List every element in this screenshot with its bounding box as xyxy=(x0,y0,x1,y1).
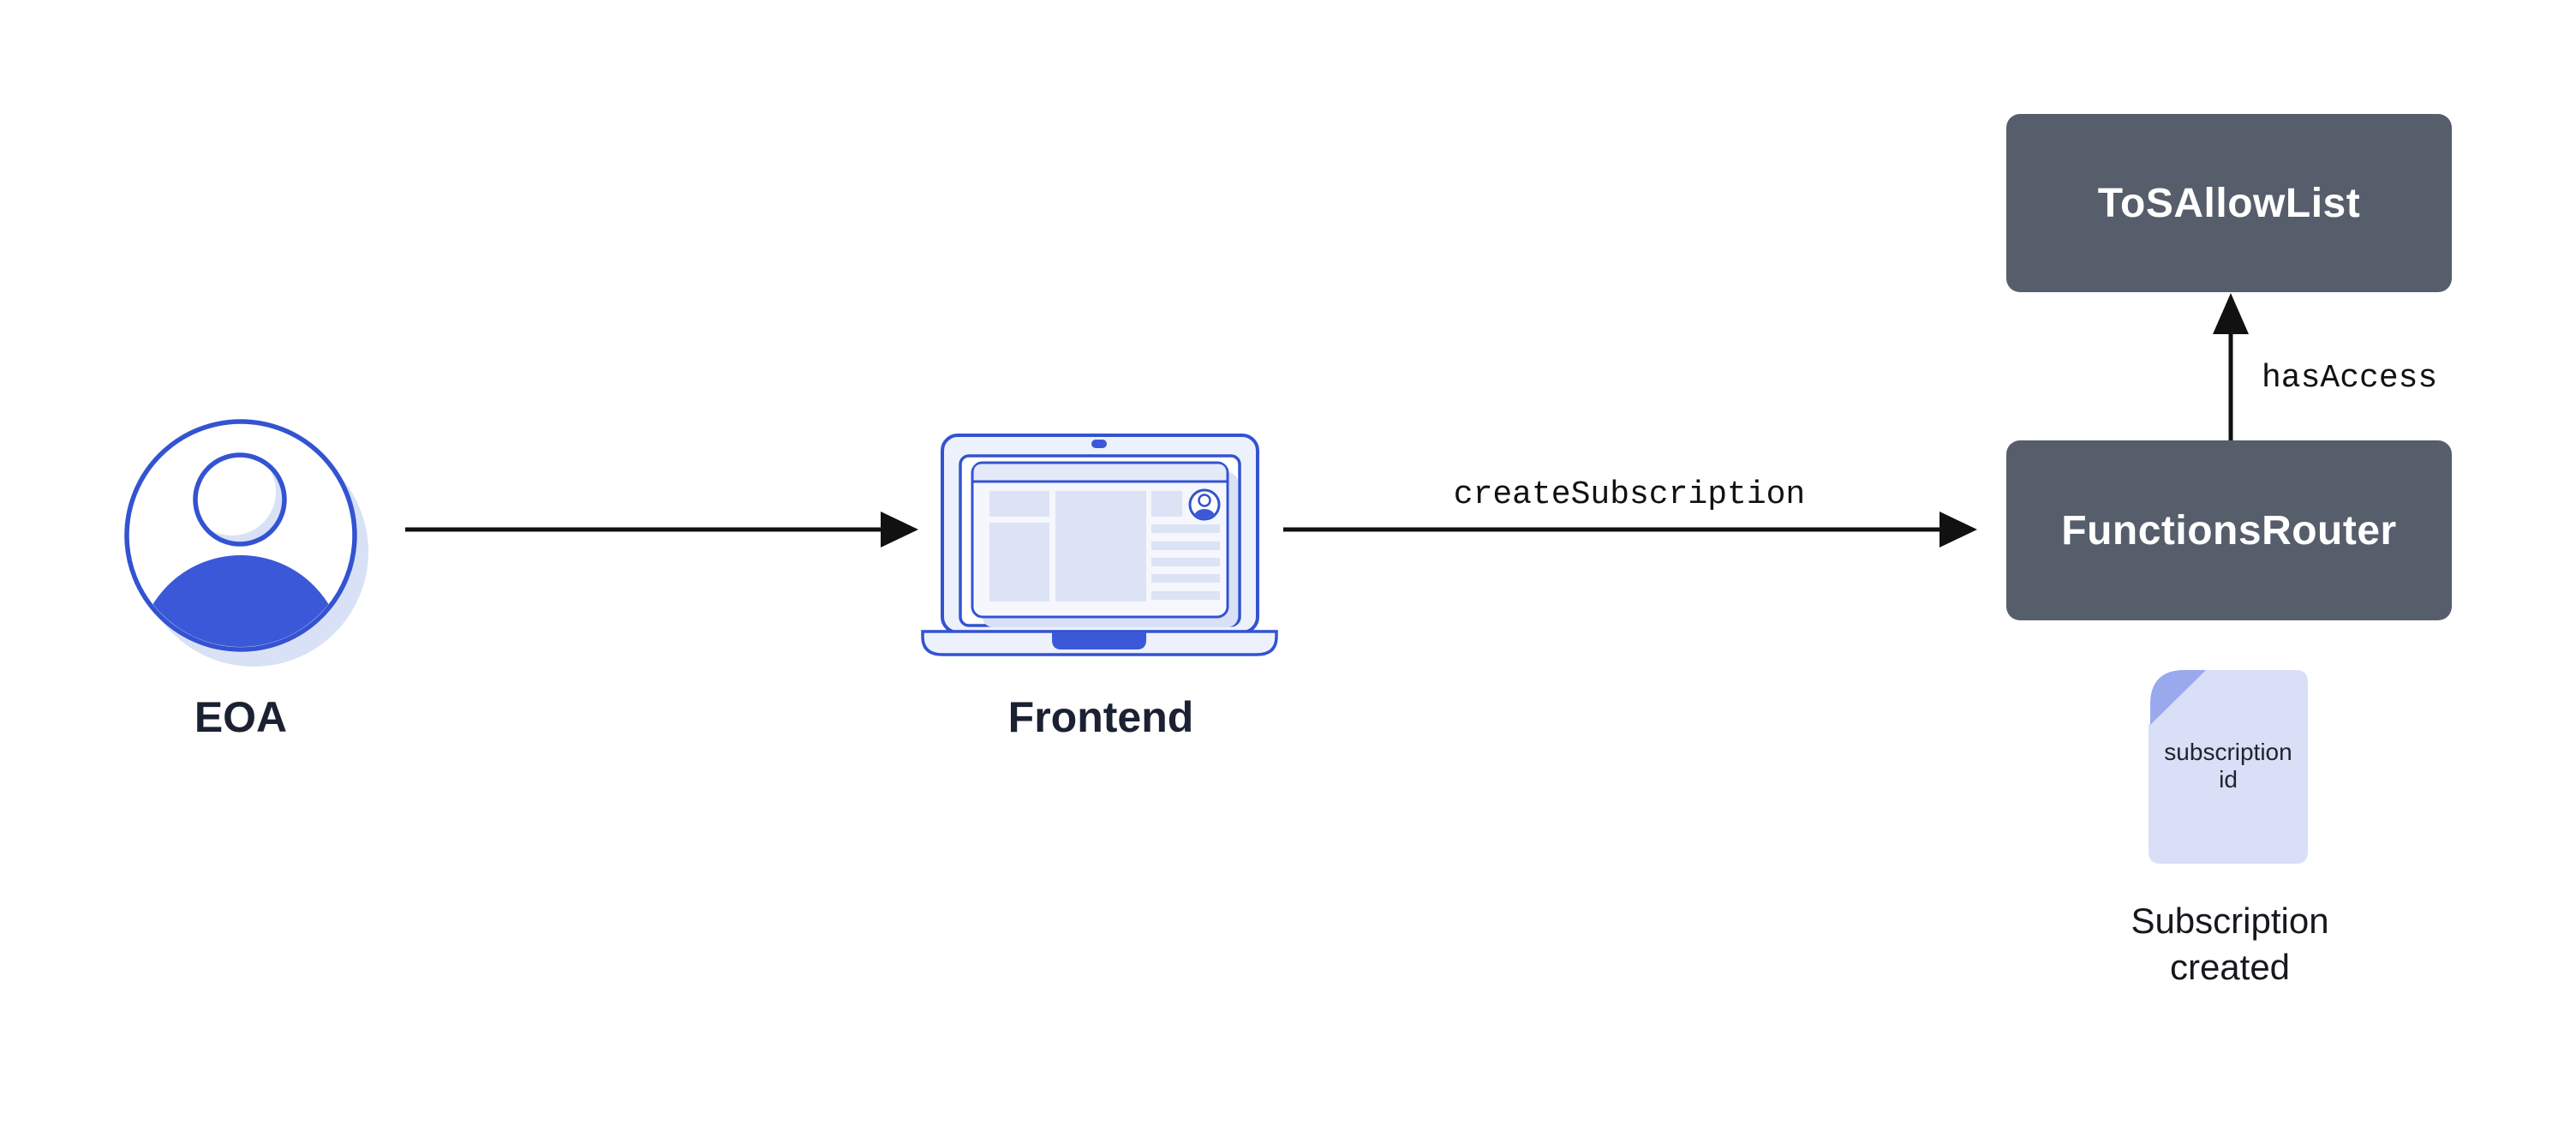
node-tos-allow-list: ToSAllowList xyxy=(2006,114,2452,292)
caption-line1: Subscription xyxy=(2131,901,2329,941)
eoa-label: EOA xyxy=(194,693,288,741)
browser-user-avatar-icon xyxy=(1188,488,1221,521)
laptop-camera-dot xyxy=(1091,440,1107,448)
doc-text-line1: subscription xyxy=(2164,739,2292,765)
create-subscription-edge-label: createSubscription xyxy=(1453,476,1806,513)
doc-folded-corner xyxy=(2150,670,2206,725)
frontend-label: Frontend xyxy=(1007,693,1194,741)
arrow-frontend-to-functions-router xyxy=(1283,512,1977,548)
tos-allow-list-label: ToSAllowList xyxy=(2097,180,2361,226)
eoa-avatar-icon xyxy=(124,419,368,667)
browser-wireframe-blocks xyxy=(989,491,1220,601)
functions-router-label: FunctionsRouter xyxy=(2061,507,2397,554)
arrow-eoa-to-frontend xyxy=(405,512,918,548)
browser-header-bar xyxy=(973,464,1227,481)
node-functions-router: FunctionsRouter xyxy=(2006,440,2452,620)
arrow-functions-router-to-tos-allow-list xyxy=(2213,293,2249,440)
subscription-doc-icon xyxy=(2149,670,2308,864)
doc-text-line2: id xyxy=(2219,766,2238,793)
has-access-edge-label: hasAccess xyxy=(2262,360,2438,397)
frontend-laptop-icon xyxy=(921,434,1278,656)
laptop-base-notch xyxy=(1052,632,1146,649)
subscription-created-caption: Subscription created xyxy=(2101,898,2358,990)
caption-line2: created xyxy=(2169,946,2291,987)
subscription-doc-text: subscription id xyxy=(2149,739,2308,793)
